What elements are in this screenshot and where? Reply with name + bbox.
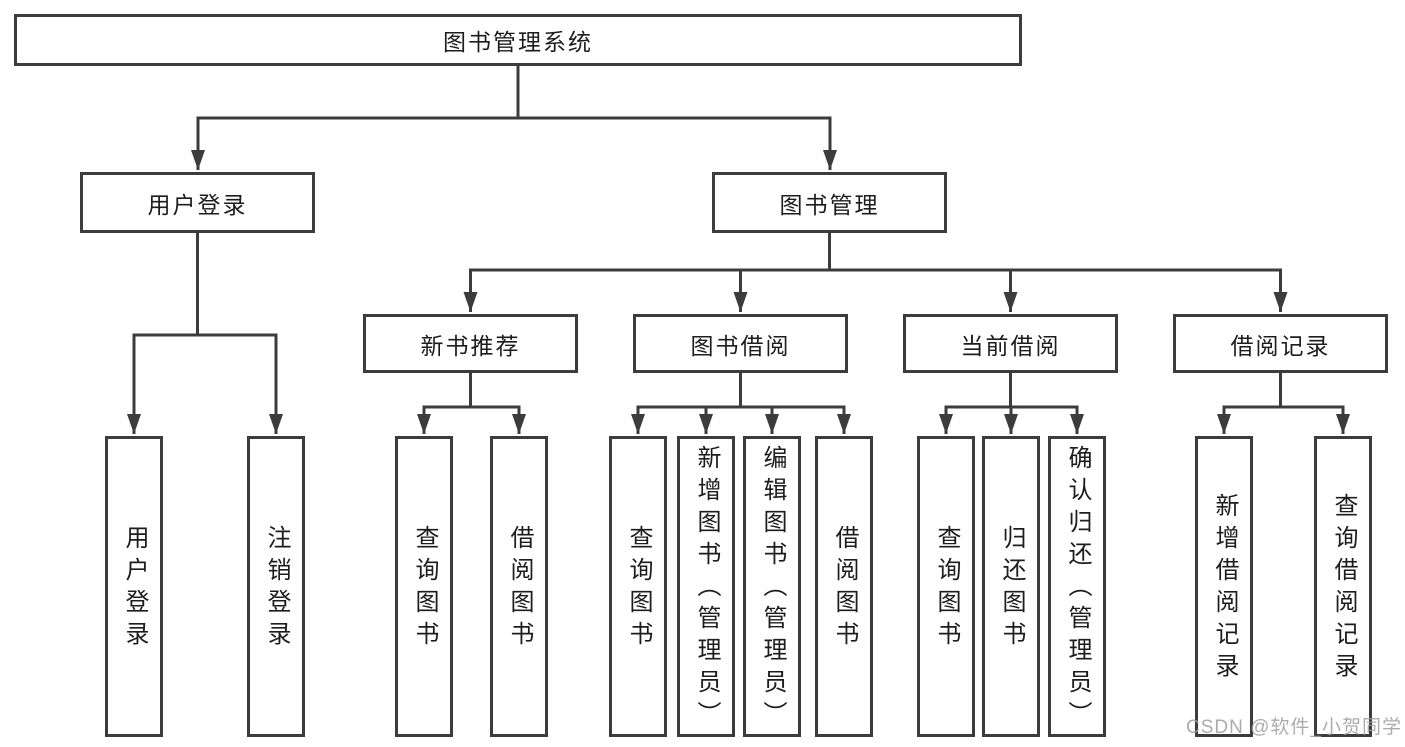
leaf-cb-confirm-return-admin: 确认归还（管理员） [1048, 436, 1106, 737]
node-book-management: 图书管理 [712, 172, 947, 233]
leaf-nbr-query-books: 查询图书 [395, 436, 453, 737]
node-user-login: 用户登录 [80, 172, 315, 233]
node-root: 图书管理系统 [14, 14, 1022, 66]
leaf-bb-edit-books-admin: 编辑图书（管理员） [743, 436, 801, 737]
node-book-borrow: 图书借阅 [633, 314, 848, 373]
leaf-bb-borrow-books: 借阅图书 [815, 436, 873, 737]
leaf-cb-return-books: 归还图书 [982, 436, 1040, 737]
leaf-cb-query-books: 查询图书 [917, 436, 975, 737]
node-new-book-recommend: 新书推荐 [363, 314, 578, 373]
leaf-bb-query-books: 查询图书 [609, 436, 667, 737]
leaf-bb-add-books-admin: 新增图书（管理员） [677, 436, 735, 737]
node-borrow-records: 借阅记录 [1173, 314, 1388, 373]
node-current-borrow: 当前借阅 [903, 314, 1118, 373]
leaf-br-add-record: 新增借阅记录 [1195, 436, 1253, 737]
watermark-text: CSDN @软件_小贺同学 [1186, 717, 1402, 738]
leaf-nbr-borrow-books: 借阅图书 [490, 436, 548, 737]
leaf-logout: 注销登录 [247, 436, 305, 737]
leaf-br-query-record: 查询借阅记录 [1314, 436, 1372, 737]
leaf-user-login: 用户登录 [105, 436, 163, 737]
